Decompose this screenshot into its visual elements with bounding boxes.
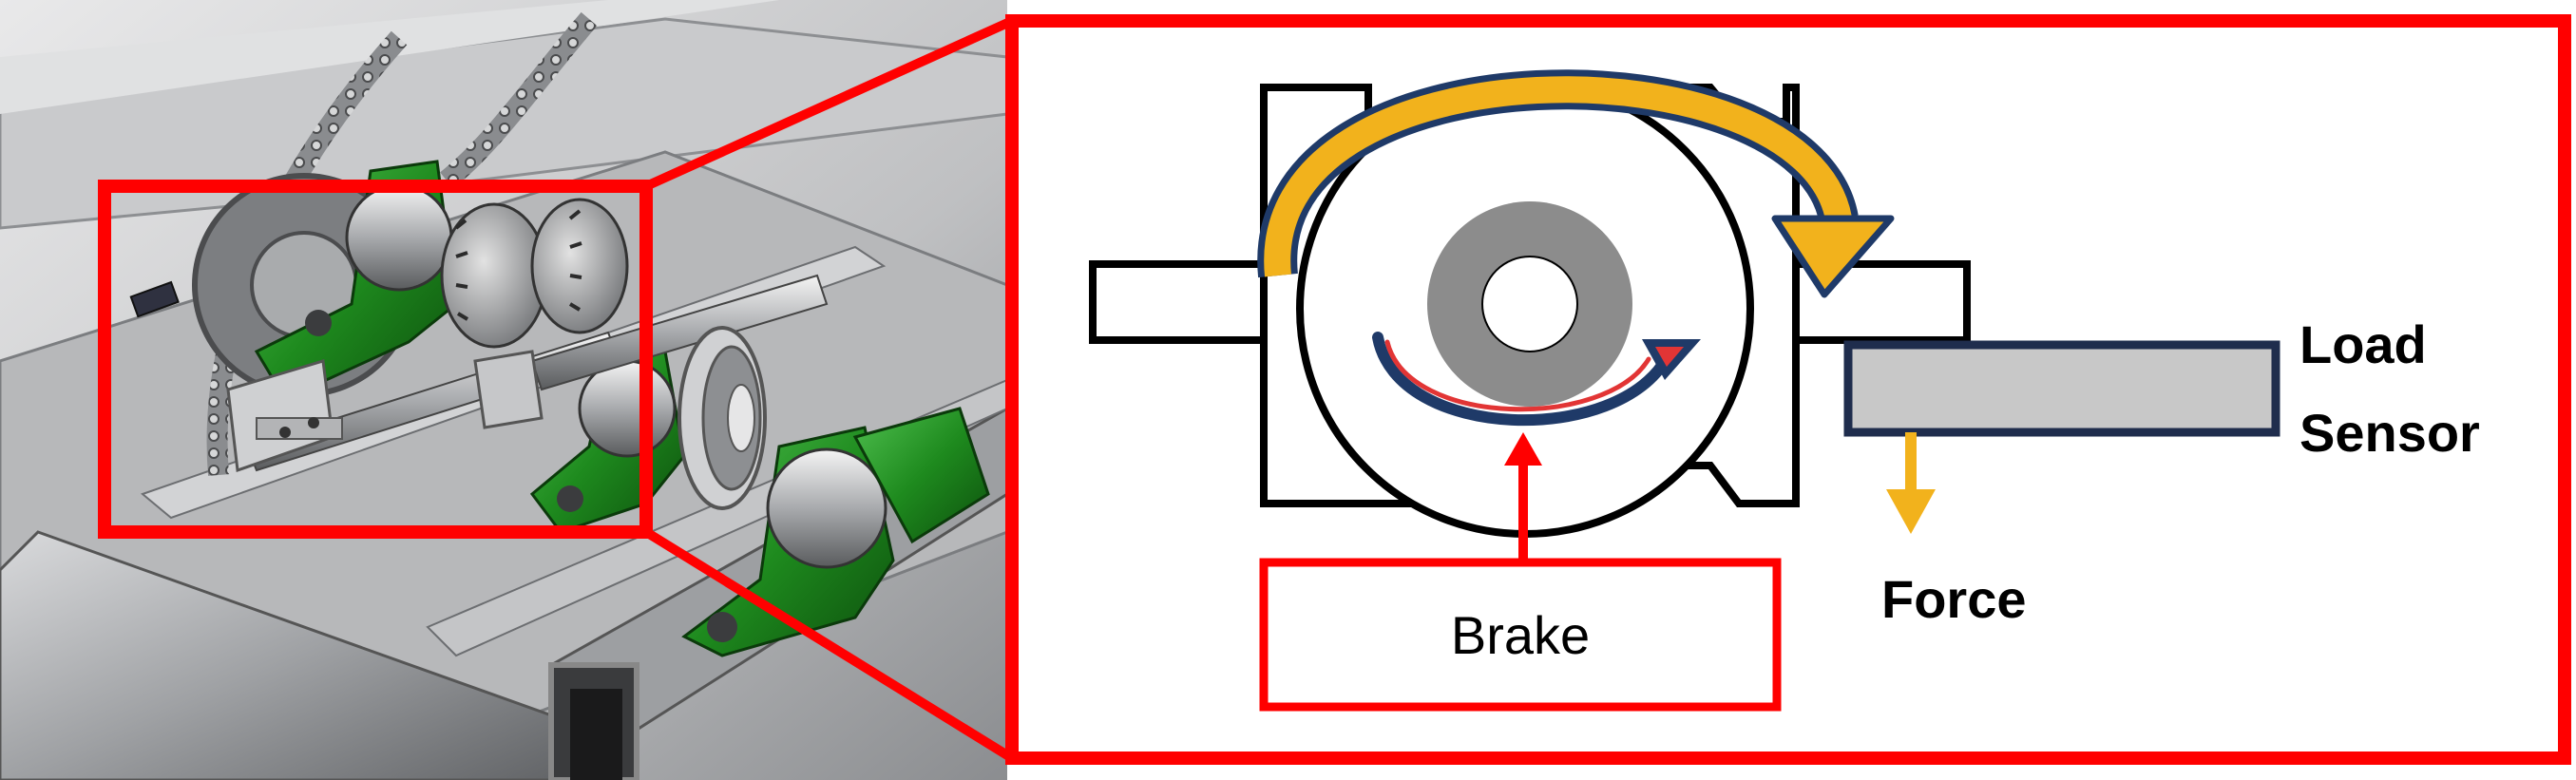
tube-end-hole xyxy=(570,689,622,780)
zoom-line-bottom xyxy=(643,527,1015,763)
mechanism-render xyxy=(0,0,1009,780)
load-sensor-bar xyxy=(1843,340,2280,437)
force-arrow-icon xyxy=(1886,432,1936,534)
outer-rotation-icon xyxy=(1257,69,1895,298)
load-sensor-label-line2: Sensor xyxy=(2299,403,2480,463)
brake-disc xyxy=(677,326,767,510)
zoom-line-top xyxy=(643,16,1015,191)
brake-label: Brake xyxy=(1451,605,1590,665)
schematic-panel: Brake Load Sensor Force xyxy=(1005,14,2571,765)
bearing-block-3 xyxy=(681,426,951,657)
proximity-sensor xyxy=(129,280,180,318)
brake-disc-hole xyxy=(1481,256,1578,352)
load-sensor-label-line1: Load xyxy=(2299,314,2427,374)
bearing-block-3-ext xyxy=(852,407,990,544)
front-beam xyxy=(0,530,591,780)
force-label: Force xyxy=(1881,569,2027,629)
bearing-block-1 xyxy=(254,160,458,401)
highlight-box xyxy=(98,180,653,539)
load-sensor-bracket xyxy=(226,350,544,473)
bevel-gears xyxy=(440,198,629,349)
brake-box xyxy=(1259,558,1782,712)
output-shaft xyxy=(530,274,829,391)
inner-rotation-icon xyxy=(1372,332,1701,427)
drive-chain-2 xyxy=(440,11,598,189)
brake-pointer-icon xyxy=(1504,432,1542,563)
